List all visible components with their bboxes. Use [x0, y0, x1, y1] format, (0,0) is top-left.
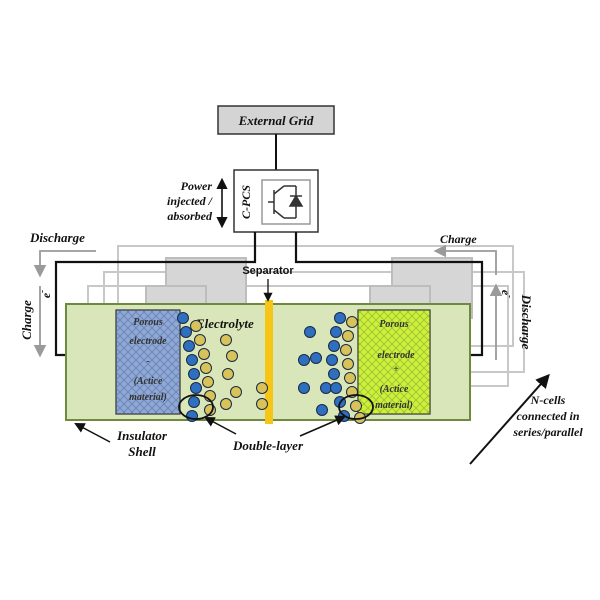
ion-blue — [186, 354, 198, 366]
discharge-right-label: Discharge — [519, 294, 534, 350]
electrode-left-line3: - — [146, 356, 149, 367]
ion-blue — [188, 368, 200, 380]
ion-blue — [316, 404, 328, 416]
ncells-label-line2: connected in — [517, 409, 580, 423]
external-grid-label: External Grid — [238, 113, 314, 128]
ions — [177, 312, 366, 424]
electrode-right-line2: electrode — [377, 350, 415, 361]
ion-yellow — [342, 358, 354, 370]
separator-bar — [265, 300, 273, 424]
ion-blue — [190, 382, 202, 394]
ion-blue — [334, 312, 346, 324]
ncells-label-line1: N-cells — [530, 393, 566, 407]
cpcs-label: C-PCS — [239, 185, 253, 219]
insulator-arrow-icon — [74, 423, 111, 443]
ion-yellow — [342, 330, 354, 342]
electrolyte-label: Electrolyte — [195, 316, 254, 331]
ion-blue — [320, 382, 332, 394]
ion-yellow — [200, 362, 212, 374]
ion-yellow — [340, 344, 352, 356]
ion-yellow — [198, 348, 210, 360]
charge-right-label: Charge — [440, 232, 477, 246]
ion-yellow — [346, 316, 358, 328]
ion-yellow — [220, 334, 232, 346]
electrode-left-line2: electrode — [129, 336, 167, 347]
ion-yellow — [256, 382, 268, 394]
double-layer-left-ellipse — [178, 394, 214, 420]
ion-blue — [330, 326, 342, 338]
flow-arrows — [33, 244, 503, 360]
external-grid-box — [217, 105, 335, 135]
ion-yellow — [190, 320, 202, 332]
ion-yellow — [226, 350, 238, 362]
ncells-arrow-icon — [469, 373, 550, 465]
ion-yellow — [220, 398, 232, 410]
insulator-label-line1: Insulator — [116, 428, 168, 443]
electrode-right-line5: material) — [375, 400, 413, 411]
electrode-left-line5: material) — [129, 392, 167, 403]
electrode-left-hatch — [116, 310, 180, 414]
ion-blue — [328, 368, 340, 380]
ion-blue — [180, 326, 192, 338]
power-label-line2: injected / — [167, 194, 214, 208]
ion-yellow — [350, 400, 362, 412]
ion-blue — [298, 382, 310, 394]
electrode-right-line4: (Actice — [380, 384, 409, 395]
ion-blue — [310, 352, 322, 364]
double-layer-label: Double-layer — [232, 438, 304, 453]
ion-yellow — [256, 398, 268, 410]
electrode-right-line3: + — [393, 364, 399, 375]
ion-yellow — [230, 386, 242, 398]
insulator-label-line2: Shell — [128, 444, 156, 459]
ion-yellow — [344, 372, 356, 384]
ion-yellow — [222, 368, 234, 380]
ion-blue — [298, 354, 310, 366]
ion-yellow — [194, 334, 206, 346]
double-layer-arrow-right-icon — [299, 415, 346, 437]
ion-blue — [328, 340, 340, 352]
electrode-right-hatch — [358, 310, 430, 414]
discharge-left-label: Discharge — [29, 230, 85, 245]
ion-blue — [326, 354, 338, 366]
electrode-left-line1: Porous — [133, 317, 163, 328]
double-layer-right-ellipse — [338, 394, 374, 420]
ion-blue — [183, 340, 195, 352]
separator-label: Separator — [242, 265, 294, 277]
electrode-left-line4: (Actice — [134, 376, 163, 387]
charge-left-label: Charge — [19, 300, 34, 340]
ion-blue — [330, 382, 342, 394]
power-label-line1: Power — [181, 179, 213, 193]
igbt-symbol-icon — [261, 179, 311, 225]
ion-yellow — [202, 376, 214, 388]
electrode-right-line1: Porous — [379, 319, 409, 330]
ion-blue — [304, 326, 316, 338]
double-layer-arrow-left-icon — [204, 417, 237, 435]
electron-left-label: e- — [37, 290, 53, 298]
ncells-label-line3: series/parallel — [512, 425, 583, 439]
power-label-line3: absorbed — [167, 209, 213, 223]
ion-blue — [177, 312, 189, 324]
ion-blue — [188, 396, 200, 408]
electron-right-label: e- — [499, 290, 515, 298]
